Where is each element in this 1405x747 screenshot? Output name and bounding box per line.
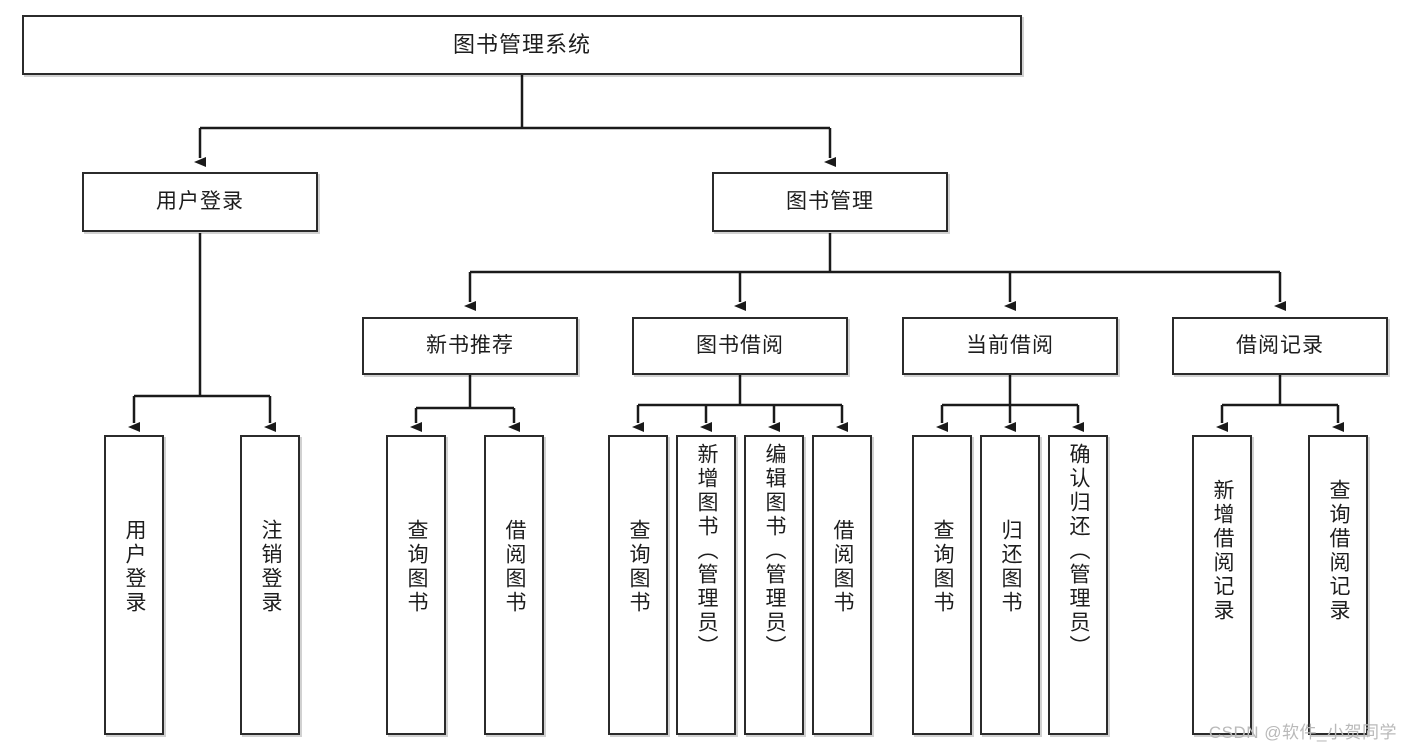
node-book-borrow[interactable]: 图书借阅 (632, 317, 848, 375)
node-leaf-edit-book-label: 编辑图书（管理员） (763, 443, 787, 659)
node-leaf-borrow-book-1[interactable]: 借阅图书 (484, 435, 544, 735)
node-borrow-record[interactable]: 借阅记录 (1172, 317, 1388, 375)
node-root[interactable]: 图书管理系统 (22, 15, 1022, 75)
node-leaf-add-book[interactable]: 新增图书（管理员） (676, 435, 736, 735)
node-leaf-add-record[interactable]: 新增借阅记录 (1192, 435, 1252, 735)
node-leaf-add-record-label: 新增借阅记录 (1211, 479, 1235, 623)
node-new-book-recommend-label: 新书推荐 (426, 333, 514, 357)
node-book-manage-label: 图书管理 (786, 189, 874, 213)
csdn-watermark: CSDN @软件_小贺同学 (1208, 723, 1397, 742)
connector-bookmanage-to-level3 (464, 233, 1286, 311)
node-leaf-query-book-2-label: 查询图书 (627, 519, 651, 615)
node-leaf-query-book-3-label: 查询图书 (931, 519, 955, 615)
node-leaf-query-book-1[interactable]: 查询图书 (386, 435, 446, 735)
node-leaf-logout[interactable]: 注销登录 (240, 435, 300, 735)
node-leaf-return-book-label: 归还图书 (999, 519, 1023, 615)
node-book-manage[interactable]: 图书管理 (712, 172, 948, 232)
node-current-borrow[interactable]: 当前借阅 (902, 317, 1118, 375)
node-leaf-borrow-book-2[interactable]: 借阅图书 (812, 435, 872, 735)
node-leaf-return-book[interactable]: 归还图书 (980, 435, 1040, 735)
connector-bookborrow-to-leaves (632, 375, 848, 432)
node-leaf-user-login[interactable]: 用户登录 (104, 435, 164, 735)
node-borrow-record-label: 借阅记录 (1236, 333, 1324, 357)
node-leaf-borrow-book-1-label: 借阅图书 (503, 519, 527, 615)
connector-root-to-level2 (194, 75, 836, 167)
node-leaf-confirm-return[interactable]: 确认归还（管理员） (1048, 435, 1108, 735)
node-leaf-edit-book[interactable]: 编辑图书（管理员） (744, 435, 804, 735)
node-leaf-add-book-label: 新增图书（管理员） (695, 443, 719, 659)
node-leaf-user-login-label: 用户登录 (123, 519, 147, 615)
node-new-book-recommend[interactable]: 新书推荐 (362, 317, 578, 375)
node-leaf-query-record[interactable]: 查询借阅记录 (1308, 435, 1368, 735)
connector-currentborrow-to-leaves (936, 375, 1084, 432)
connector-userlogin-to-leaves (128, 233, 276, 432)
node-leaf-query-book-3[interactable]: 查询图书 (912, 435, 972, 735)
node-book-borrow-label: 图书借阅 (696, 333, 784, 357)
connector-newbook-to-leaves (410, 375, 520, 432)
node-leaf-query-book-2[interactable]: 查询图书 (608, 435, 668, 735)
connector-borrowrecord-to-leaves (1216, 375, 1344, 432)
node-leaf-borrow-book-2-label: 借阅图书 (831, 519, 855, 615)
node-current-borrow-label: 当前借阅 (966, 333, 1054, 357)
node-leaf-query-record-label: 查询借阅记录 (1327, 479, 1351, 623)
node-user-login[interactable]: 用户登录 (82, 172, 318, 232)
node-root-label: 图书管理系统 (452, 32, 591, 58)
node-leaf-logout-label: 注销登录 (259, 519, 283, 615)
node-leaf-query-book-1-label: 查询图书 (405, 519, 429, 615)
node-user-login-label: 用户登录 (156, 189, 244, 213)
node-leaf-confirm-return-label: 确认归还（管理员） (1067, 443, 1091, 659)
